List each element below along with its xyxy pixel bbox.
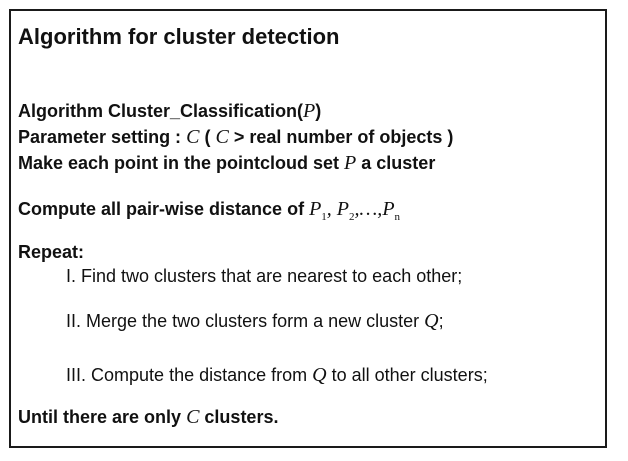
points-sequence: P1, P2,…,Pn [309, 198, 401, 223]
step-end: to all other clusters; [331, 365, 488, 385]
parameter-setting-line: Parameter setting : C ( C > real number … [18, 126, 453, 149]
step-text: Compute the distance from [91, 365, 308, 385]
step-end: ; [438, 311, 444, 331]
var-c: C [186, 406, 200, 428]
step-text: Find two clusters that are nearest to ea… [81, 266, 463, 286]
algorithm-label: Algorithm Cluster_Classification( [18, 101, 304, 121]
parameter-rest: > real number of objects ) [233, 127, 454, 147]
algorithm-title: Algorithm for cluster detection [18, 24, 340, 49]
compute-distances-line: Compute all pair-wise distance of P1, P2… [18, 198, 400, 223]
until-rest: clusters. [204, 407, 279, 427]
make-rest: a cluster [361, 153, 436, 173]
close-paren: ) [315, 101, 322, 121]
var-q: Q [312, 364, 327, 386]
algorithm-signature-line: Algorithm Cluster_Classification(P) [18, 100, 321, 123]
step-number: II. [66, 311, 82, 331]
open-paren: ( [204, 127, 211, 147]
var-p: P [303, 100, 316, 122]
algorithm-box [9, 9, 607, 448]
step-3: III. Compute the distance from Q to all … [66, 364, 488, 387]
step-number: I. [66, 266, 77, 286]
step-number: III. [66, 365, 87, 385]
make-clusters-line: Make each point in the pointcloud set P … [18, 152, 435, 175]
compute-label: Compute all pair-wise distance of [18, 199, 305, 219]
var-p: P [344, 152, 357, 174]
step-2: II. Merge the two clusters form a new cl… [66, 310, 444, 333]
var-c: C [215, 126, 229, 148]
step-1: I. Find two clusters that are nearest to… [66, 266, 462, 287]
parameter-label: Parameter setting : [18, 127, 182, 147]
make-label: Make each point in the pointcloud set [18, 153, 340, 173]
var-q: Q [424, 310, 439, 332]
repeat-label: Repeat: [18, 242, 85, 262]
var-c: C [186, 126, 200, 148]
until-line: Until there are only C clusters. [18, 406, 278, 429]
until-label: Until there are only [18, 407, 182, 427]
step-text: Merge the two clusters form a new cluste… [86, 311, 420, 331]
